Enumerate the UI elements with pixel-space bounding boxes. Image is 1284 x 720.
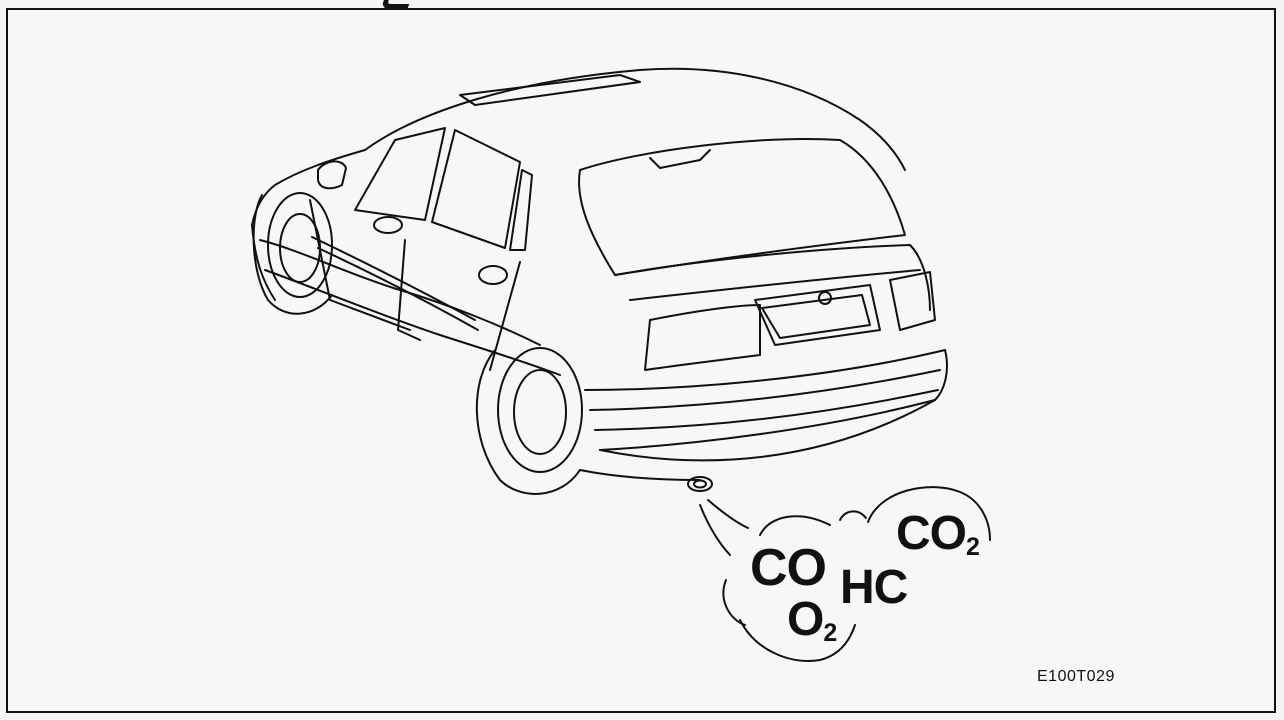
gas-label-hc: HC xyxy=(840,561,908,614)
gas-label-co: CO xyxy=(750,539,827,597)
figure-code: E100T029 xyxy=(1037,668,1115,685)
top-margin xyxy=(0,0,420,8)
gas-label-o2: O2 xyxy=(787,593,838,648)
figure-frame xyxy=(6,8,1276,713)
gas-label-co2: CO2 xyxy=(896,507,980,562)
car-body xyxy=(251,67,948,495)
exhaust-plume xyxy=(699,486,991,662)
